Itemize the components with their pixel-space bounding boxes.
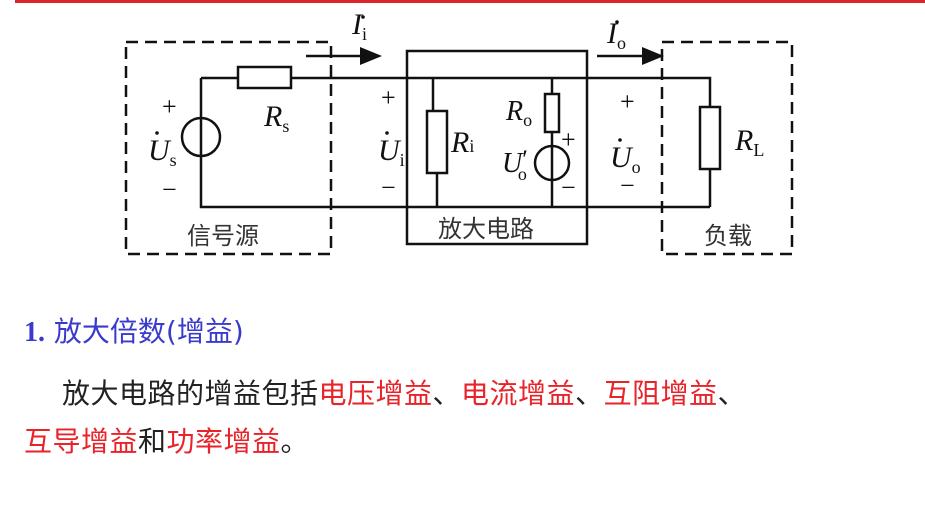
slide-top-rule <box>15 0 925 3</box>
text-run: 、 <box>717 377 747 410</box>
uo-prime-plus: + <box>561 125 576 154</box>
resistor-ri <box>425 109 449 175</box>
signal-source-label: 信号源 <box>187 222 259 250</box>
rl-label: RL <box>734 124 764 160</box>
text-run: 。 <box>280 425 310 458</box>
highlight-transresistance-gain: 互阻增益 <box>603 377 718 410</box>
section-number: 1. <box>24 317 45 348</box>
uo-prime-minus: − <box>561 173 576 202</box>
ro-label: Ro <box>505 96 532 130</box>
uo-minus: − <box>620 171 635 200</box>
section-heading: 1. 放大倍数(增益) <box>24 310 244 350</box>
voltage-source-us <box>180 116 222 158</box>
resistor-ro <box>543 92 561 134</box>
load-box <box>660 40 794 256</box>
highlight-power-gain: 功率增益 <box>166 425 281 458</box>
text-run: 、 <box>432 377 462 410</box>
amplifier-circuit-diagram: Ii Io Us Rs Ui Ri Ro U′o Uo RL + − + − +… <box>124 8 794 256</box>
load-label: 负载 <box>704 222 752 250</box>
uo-prime-label: U′o <box>502 145 528 184</box>
us-minus: − <box>162 175 177 204</box>
text-run: 和 <box>138 425 167 458</box>
amplifier-box <box>405 49 589 246</box>
paragraph-line-2: 互导增益和功率增益。 <box>24 420 309 460</box>
highlight-voltage-gain: 电压增益 <box>318 377 433 410</box>
signal-source-box <box>124 40 333 256</box>
resistor-rl <box>698 105 722 171</box>
current-in-label: Ii <box>351 8 367 44</box>
highlight-transconductance-gain: 互导增益 <box>24 425 139 458</box>
ui-label: Ui <box>378 134 405 170</box>
resistor-rs <box>236 65 293 90</box>
us-label: Us <box>148 134 177 170</box>
ui-minus: − <box>381 173 396 202</box>
ui-plus: + <box>381 83 396 112</box>
text-run: 放大电路的增益包括 <box>62 377 319 410</box>
voltage-source-uo-prime <box>533 144 571 182</box>
ri-label: Ri <box>450 126 474 159</box>
amplifier-label: 放大电路 <box>438 215 534 243</box>
uo-label: Uo <box>610 141 641 177</box>
us-plus: + <box>162 92 177 121</box>
rs-label: Rs <box>263 100 289 136</box>
current-out-label: Io <box>606 17 626 53</box>
highlight-current-gain: 电流增益 <box>461 377 576 410</box>
section-title: 放大倍数(增益) <box>53 315 244 348</box>
paragraph-line-1: 放大电路的增益包括电压增益、电流增益、互阻增益、 <box>62 372 746 412</box>
text-run: 、 <box>575 377 604 410</box>
uo-plus: + <box>620 87 635 116</box>
